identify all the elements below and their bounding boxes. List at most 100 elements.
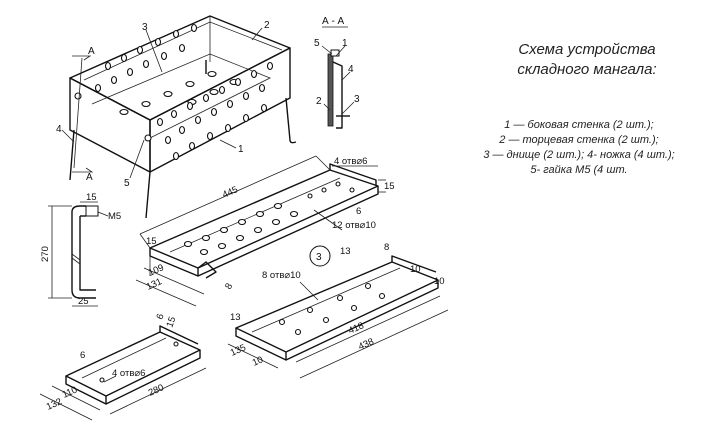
mangal-assembly: 3 2 4 5 1 А А [56,15,297,219]
section-nut [330,49,340,57]
parts-legend: 1 — боковая стенка (2 шт.); 2 — торцевая… [448,118,710,178]
dim-445-ext-right [315,155,331,171]
dim-438-line [299,309,449,379]
bottom-inner-line [251,267,401,333]
dim-side-15b: 15 [146,236,157,247]
side-wall-end-tab [329,163,377,186]
diagram-title: Схема устройства складного мангала: [492,40,682,80]
back-wall-holes [94,23,198,93]
dim-side-8: 8 [223,281,235,291]
cut-line-a [73,57,83,169]
bottom-part-circle [309,245,331,267]
front-wall-holes [156,61,274,161]
side-wall-holes [183,181,355,256]
cut-arrow-bottom [72,167,94,173]
side-wall-flange-front [149,248,199,277]
dim-leg-m5: М5 [108,211,121,222]
label-part-4: 4 [56,124,62,135]
sec-leader-4 [341,71,351,81]
dim-12holes-leader [313,209,343,231]
box-side-wall-front [149,47,291,173]
dim-445-line [139,155,317,235]
dim-end-4holes: 4 отв⌀6 [112,368,145,379]
dim-side-6: 6 [356,206,361,217]
sec-leader-5 [321,45,333,55]
title-line-2: складного мангала: [517,61,657,78]
nut-front [144,134,152,142]
dim-bottom-438: 438 [357,336,376,352]
dim-m5-leader [97,211,109,217]
legend-item-3: 3 — днище (2 шт.); 4- ножка (4 шт.); [483,149,675,161]
label-part-5: 5 [124,178,130,189]
dim-bottom-135: 135 [229,342,248,358]
label-cut-a-top: А [88,46,95,57]
dim-side-holes: 4 отв⌀6 [334,156,367,167]
dim-end-15: 15 [164,315,178,329]
side-wall-part: 445 4 отв⌀6 15 6 12 отв⌀10 15 109 131 8 [135,155,395,307]
end-wall-hole-1 [99,377,105,383]
end-wall-flange-front [65,376,107,405]
dim-135-line [227,343,279,369]
leg-thread [85,205,99,217]
legend-item-1: 1 — боковая стенка (2 шт.); [504,119,654,131]
dim-end-280: 280 [147,382,166,398]
leg-outline-left [71,212,96,299]
end-wall-inner-line [81,337,167,379]
dim-leg-270: 270 [40,246,51,262]
bottom-part-holes [278,282,386,336]
bottom-flange-front [235,328,287,361]
leader-2 [251,27,263,41]
side-wall-tab [197,261,217,279]
dim-bottom-13a: 13 [340,246,351,257]
leader-3 [145,29,163,73]
section-wall [327,53,334,127]
leg-break-1 [71,253,81,261]
dim-side-15a: 15 [384,181,395,192]
end-wall-hole-2 [173,341,179,347]
section-a-a: А - А 5 1 4 2 3 [314,16,360,129]
side-wall-flange-bottom [197,186,379,277]
dim-418-line [295,295,441,363]
dim-end-6b: 6 [154,312,166,321]
dim-bottom-418: 418 [347,320,366,336]
dim-bottom-10b: 10 [434,276,445,287]
bottom-holes [119,70,239,116]
legend-item-4: 5- гайка М5 (4 шт. [530,164,628,176]
leg-front-left [69,129,75,181]
dim-side-12holes: 12 отв⌀10 [332,220,376,231]
bottom-part: 3 8 отв⌀10 13 8 10 10 13 418 438 135 10 [227,242,449,379]
label-part-2: 2 [264,20,270,31]
sec-label-1: 1 [342,38,348,49]
leg-part: 15 М5 270 25 [40,192,121,307]
end-wall-outline [65,331,201,397]
sec-label-4: 4 [348,64,354,75]
sec-leader-2 [323,103,331,111]
leg-front-right [285,97,291,141]
side-wall-inner-line [169,177,341,253]
dim-leg-15: 15 [86,192,97,203]
dim-bottom-13b: 13 [230,312,241,323]
dim-bottom-10c: 10 [251,354,265,368]
end-wall-end-tab [159,325,199,345]
sec-label-5: 5 [314,38,320,49]
leg-front-center [145,171,151,219]
legend-item-2: 2 — торцевая стенка (2 шт.); [499,134,659,146]
leg-break-2 [71,257,81,265]
cut-arrow-top [72,55,92,61]
section-title: А - А [322,16,345,27]
bottom-part-number: 3 [316,252,322,263]
dim-8holes-leader [299,281,319,301]
dim-280-line [109,367,207,415]
sec-leader-3 [341,101,355,115]
dim-end-4holes-leader [103,375,117,383]
leg-top-bend [71,205,86,213]
dim-110-line [51,385,101,411]
dim-109-line [143,267,205,295]
leader-1 [219,139,237,149]
dim-end-132: 132 [45,396,64,412]
dim-leg-25: 25 [78,296,89,307]
label-cut-a-bottom: А [86,172,93,183]
bottom-end-tab [391,255,437,273]
sec-label-2: 2 [316,96,322,107]
